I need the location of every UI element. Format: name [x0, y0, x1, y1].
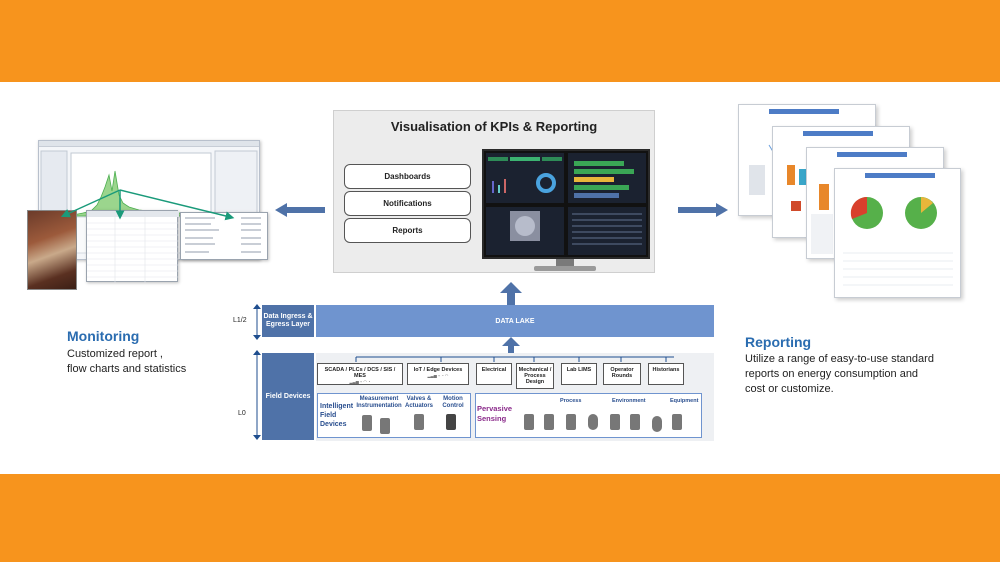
monitoring-table-screenshot: [86, 210, 179, 283]
dashboard-screen: [486, 153, 646, 255]
drive-icon: [446, 414, 456, 430]
source-mechanical-label: Mechanical / Process Design: [518, 367, 552, 385]
category-equipment: Equipment: [670, 398, 699, 404]
notifications-button[interactable]: Notifications: [344, 191, 471, 216]
source-scada-label: SCADA / PLCs / DCS / SIS / MES: [324, 367, 396, 379]
source-operator-rounds: Operator Rounds: [603, 363, 641, 385]
reporting-description: Utilize a range of easy-to-use standard …: [745, 353, 934, 395]
up-arrow-small-icon: [502, 337, 520, 354]
right-arrow-icon: [678, 203, 728, 217]
level-l0-label: L0: [238, 410, 246, 417]
sensor-icon-5: [630, 414, 640, 430]
sensor-icon-1: [524, 414, 534, 430]
dashboard-monitor: [482, 149, 650, 259]
source-iot: IoT / Edge Devices ▂▃▅ ⌁ ◔ ◠: [407, 363, 469, 385]
valve-icon: [414, 414, 424, 430]
valves-label: Valves & Actuators: [404, 396, 433, 409]
source-historians-label: Historians: [652, 367, 680, 373]
source-electrical-label: Electrical: [481, 367, 507, 373]
monitoring-connector-arrows: [60, 189, 235, 221]
monitoring-description: Customized report , flow charts and stat…: [67, 348, 187, 375]
pump-icon: [672, 414, 682, 430]
level-arrows: [253, 304, 261, 440]
visualisation-title: Visualisation of KPIs & Reporting: [390, 119, 598, 134]
monitoring-title: Monitoring: [67, 328, 140, 344]
gauge-icon: [588, 414, 598, 430]
up-arrow-icon: [500, 282, 522, 306]
intelligent-devices-label: Intelligent Field Devices: [320, 403, 354, 428]
source-lab-lims: Lab LIMS: [561, 363, 597, 385]
reports-button[interactable]: Reports: [344, 218, 471, 243]
iot-icons: ▂▃▅ ⌁ ◔ ◠: [427, 373, 449, 378]
sensor-icon-3: [566, 414, 576, 430]
source-connector: [355, 356, 674, 362]
source-electrical: Electrical: [476, 363, 512, 385]
source-operator-rounds-label: Operator Rounds: [610, 367, 634, 379]
report-page-4: [834, 168, 961, 298]
top-orange-band: [0, 0, 1000, 82]
field-devices-box: Field Devices: [262, 353, 314, 440]
reporting-title: Reporting: [745, 334, 812, 350]
pervasive-sensing-label: Pervasive Sensing: [477, 404, 513, 423]
sensor-icon-4: [610, 414, 620, 430]
bottom-orange-band: [0, 474, 1000, 562]
transmitter-icon: [362, 415, 372, 431]
data-lake-bar: DATA LAKE: [316, 305, 714, 337]
source-mechanical: Mechanical / Process Design: [516, 363, 554, 389]
category-process: Process: [560, 398, 582, 404]
plant-photo: [27, 210, 77, 290]
category-environment: Environment: [612, 398, 646, 404]
source-historians: Historians: [648, 363, 684, 385]
monitoring-values-panel: [180, 212, 268, 260]
sensor-icon-2: [544, 414, 554, 430]
dashboards-button[interactable]: Dashboards: [344, 164, 471, 189]
monitor-stand: [556, 259, 574, 267]
level-l12-label: L1/2: [233, 317, 247, 324]
motor-icon: [652, 416, 662, 432]
monitor-stand-base: [534, 266, 596, 271]
meter-icon: [380, 418, 390, 434]
report-pie-charts: [843, 196, 953, 286]
motion-label: Motion Control: [442, 396, 464, 409]
ingress-layer-box: Data Ingress & Egress Layer: [262, 305, 314, 337]
intelligent-devices-box: [317, 393, 471, 438]
source-iot-label: IoT / Edge Devices: [413, 367, 463, 373]
signal-icons: ▂▃▅ ⌁ ◠ ◔: [349, 379, 371, 384]
left-arrow-icon: [275, 203, 325, 217]
source-lab-lims-label: Lab LIMS: [566, 367, 592, 373]
visualisation-panel: Visualisation of KPIs & Reporting Dashbo…: [333, 110, 655, 273]
source-scada: SCADA / PLCs / DCS / SIS / MES ▂▃▅ ⌁ ◠ ◔: [317, 363, 403, 385]
instrumentation-label: Measurement Instrumentation: [356, 396, 402, 409]
